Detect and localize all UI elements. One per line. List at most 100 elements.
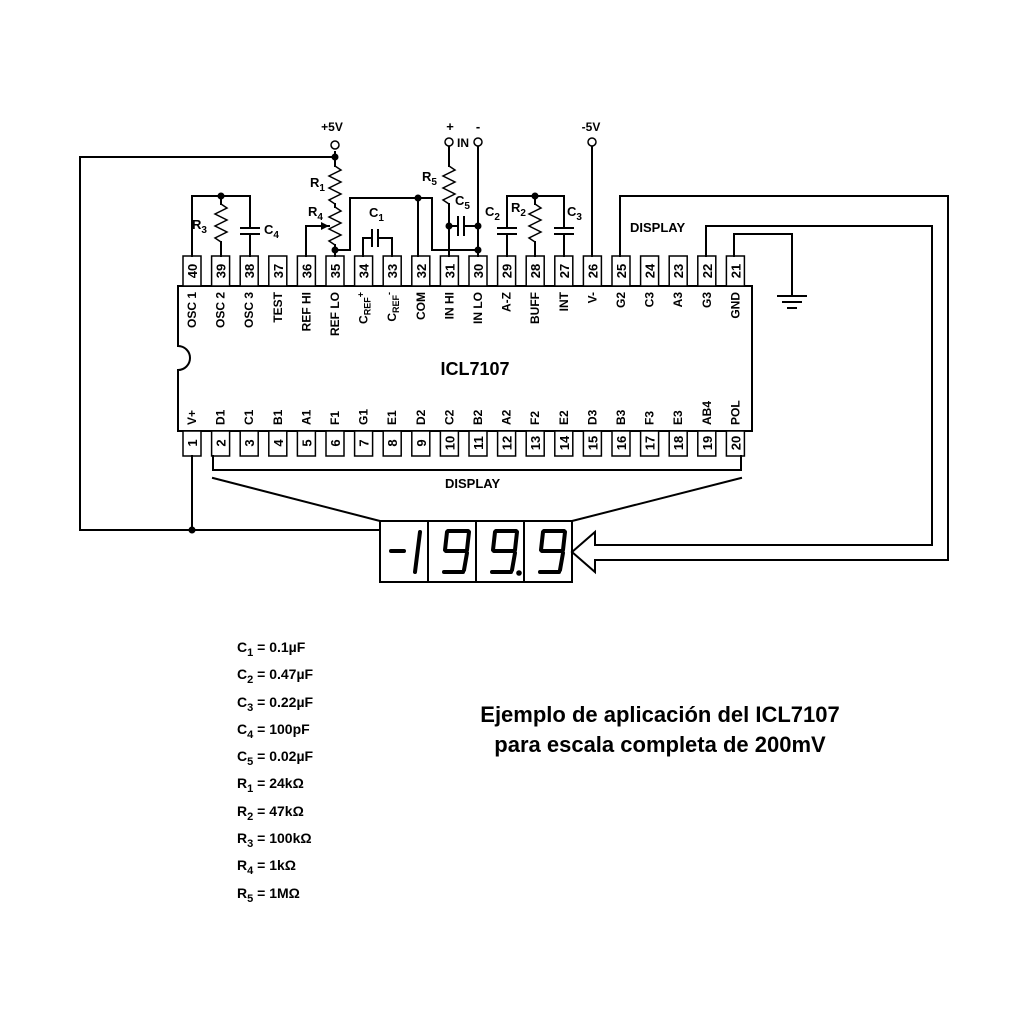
pin-number: 26 — [585, 264, 600, 278]
pin-name-label: D1 — [214, 409, 228, 425]
pin-name-label: IN LO — [471, 292, 485, 324]
pin-name-label: REF HI — [299, 292, 313, 331]
r2-ref: R2 — [511, 200, 526, 219]
input-plus-label: + — [446, 119, 454, 134]
pin-number: 9 — [414, 439, 429, 446]
segment — [539, 530, 545, 552]
pin-name-label: OSC 3 — [242, 292, 256, 328]
pin-box — [411, 430, 431, 457]
pin-number: 39 — [214, 264, 229, 278]
input-label: IN — [457, 136, 469, 150]
pin-number: 11 — [471, 436, 486, 450]
caption-line-1: Ejemplo de aplicación del ICL7107 — [480, 702, 840, 727]
input-minus-label: - — [476, 119, 480, 134]
pin-box — [554, 430, 574, 457]
minus5v-label: -5V — [582, 120, 601, 134]
pin-box — [296, 430, 317, 457]
pin-name-label: G3 — [700, 292, 714, 308]
pin-name-label: B2 — [471, 409, 485, 425]
segment — [465, 530, 471, 552]
pin-number: 34 — [357, 263, 372, 278]
pin-name-label: E3 — [671, 410, 685, 425]
component-value: 0.02µF — [269, 748, 314, 765]
pin-box — [697, 430, 717, 457]
pin-name-label: OSC 2 — [214, 292, 228, 328]
pin-number: 7 — [357, 439, 372, 446]
pin-number: 32 — [414, 264, 429, 278]
pin-number: 13 — [528, 436, 543, 450]
component-value-row: R2 = 47kΩ — [237, 801, 313, 828]
component-symbol: R — [237, 775, 248, 792]
pin-number: 27 — [557, 264, 572, 278]
equals-sign: = — [253, 693, 270, 710]
component-index: 3 — [247, 837, 254, 850]
r3-ref: R3 — [192, 217, 207, 236]
component-symbol: C — [237, 748, 248, 765]
pin-name-label: A-Z — [500, 292, 514, 312]
equals-sign: = — [253, 884, 270, 901]
r4-ref: R4 — [308, 204, 323, 223]
pin-name-label: D2 — [414, 409, 428, 425]
segment — [513, 530, 519, 552]
pin-name-label: INT — [557, 291, 571, 311]
caption-line-2: para escala completa de 200mV — [494, 732, 826, 757]
pin-number: 37 — [271, 264, 286, 278]
pin-number: 28 — [528, 264, 543, 278]
component-index: 3 — [247, 701, 254, 714]
pin-number: 16 — [614, 436, 629, 450]
display-label-bottom: DISPLAY — [445, 476, 500, 491]
pin-number: 4 — [271, 439, 286, 447]
pin-name-label: C1 — [242, 409, 256, 425]
pin-number: 35 — [328, 264, 343, 278]
equals-sign: = — [253, 666, 270, 683]
pin-number: 15 — [585, 436, 600, 450]
component-value: 47kΩ — [269, 802, 304, 819]
c3-ref: C3 — [567, 204, 582, 223]
pin-name-label: F1 — [328, 411, 342, 425]
component-value: 0.1µF — [269, 639, 306, 655]
component-symbol: C — [237, 720, 248, 737]
pin-box — [439, 430, 460, 457]
pin-number: 17 — [643, 436, 658, 450]
pin-number: 10 — [442, 436, 457, 450]
component-value-row: R1 = 24kΩ — [237, 773, 313, 800]
pin-name-label: POL — [728, 400, 742, 425]
component-index: 1 — [247, 783, 254, 796]
component-index: 1 — [247, 646, 254, 659]
component-index: 4 — [247, 865, 254, 878]
equals-sign: = — [253, 802, 270, 819]
pin-number: 18 — [671, 436, 686, 450]
seven-segment-display — [379, 520, 573, 583]
pin-name-label: G1 — [357, 409, 371, 425]
component-index: 4 — [247, 728, 254, 741]
pin-name-label: OSC 1 — [185, 292, 199, 328]
component-value-row: R3 = 100kΩ — [237, 828, 313, 855]
pin-box — [725, 430, 746, 457]
pin-number: 40 — [185, 264, 200, 278]
component-value-row: C5 = 0.02µF — [237, 746, 313, 773]
diagram-caption: Ejemplo de aplicación del ICL7107 para e… — [400, 700, 920, 760]
pin-number: 6 — [328, 439, 343, 446]
c1-ref: C1 — [369, 205, 384, 224]
pin-number: 25 — [614, 264, 629, 278]
pin-box — [411, 255, 431, 287]
segment — [558, 551, 565, 572]
pin-name-label: GND — [728, 292, 742, 319]
pin-name-label: E2 — [557, 410, 571, 425]
pin-number: 33 — [385, 264, 400, 278]
equals-sign: = — [253, 748, 270, 765]
pin-name-label: B3 — [614, 409, 628, 425]
pin-name-label: COM — [414, 292, 428, 320]
pin-number: 2 — [214, 439, 229, 446]
segment — [413, 530, 422, 574]
component-symbol: C — [237, 639, 248, 655]
pin-number: 23 — [671, 264, 686, 278]
pin-box — [268, 430, 288, 457]
pin-number: 8 — [385, 439, 400, 446]
component-symbol: R — [237, 857, 248, 874]
pin-box — [239, 430, 259, 457]
pin-box — [582, 430, 603, 457]
display-segments — [389, 529, 567, 576]
